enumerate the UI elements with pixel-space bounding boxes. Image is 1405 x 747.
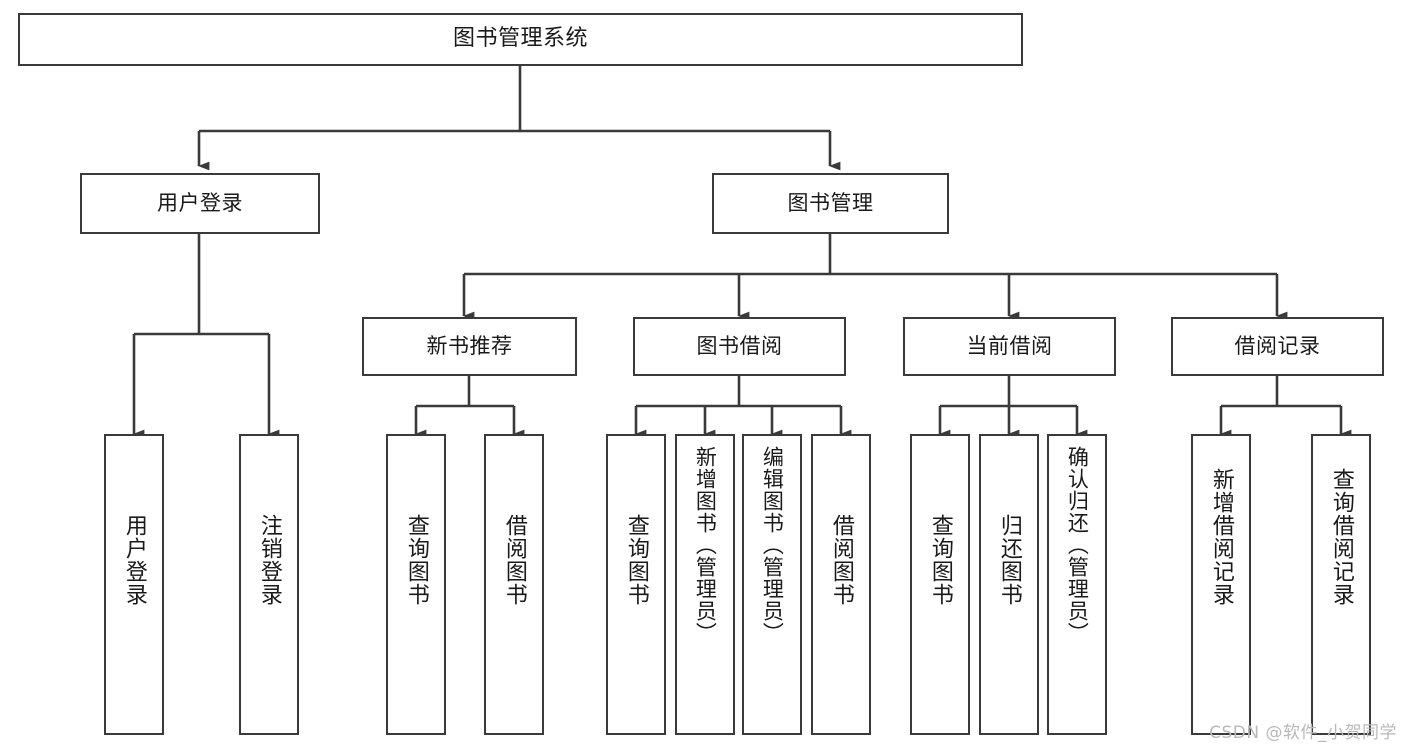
node-label: 当前借阅 <box>966 333 1053 358</box>
leaf-logout[interactable]: 注销登录 <box>239 434 299 735</box>
leaf-query-record[interactable]: 查询借阅记录 <box>1311 434 1371 735</box>
leaf-borrow-book-1[interactable]: 借阅图书 <box>484 434 544 735</box>
node-borrow-record[interactable]: 借阅记录 <box>1171 317 1384 376</box>
node-label: 图书管理 <box>787 190 874 215</box>
leaf-user-login[interactable]: 用户登录 <box>104 434 164 735</box>
node-label: 图书管理系统 <box>452 26 588 52</box>
node-label: 查询图书 <box>403 514 429 606</box>
node-label: 用户登录 <box>157 190 243 215</box>
leaf-query-book-2[interactable]: 查询图书 <box>606 434 666 735</box>
node-label: 查询借阅记录 <box>1328 468 1354 606</box>
node-new-book-rec[interactable]: 新书推荐 <box>362 317 577 376</box>
csdn-watermark: CSDN @软件_小贺同学 <box>1209 723 1397 743</box>
node-label: 借阅图书 <box>828 514 854 606</box>
node-label: 查询图书 <box>623 514 649 606</box>
node-label: 借阅图书 <box>501 514 527 606</box>
node-label: 新增借阅记录 <box>1208 468 1234 606</box>
leaf-confirm-return[interactable]: 确认归还（管理员） <box>1047 434 1107 735</box>
leaf-query-book-1[interactable]: 查询图书 <box>386 434 446 735</box>
node-label: 新书推荐 <box>426 333 513 358</box>
node-book-manage[interactable]: 图书管理 <box>712 173 949 234</box>
node-current-borrow[interactable]: 当前借阅 <box>903 317 1116 376</box>
node-label: 图书借阅 <box>696 333 783 358</box>
node-label: 新增图书（管理员） <box>693 446 718 644</box>
node-root-system[interactable]: 图书管理系统 <box>18 13 1023 66</box>
leaf-return-book[interactable]: 归还图书 <box>979 434 1039 735</box>
leaf-query-book-3[interactable]: 查询图书 <box>910 434 970 735</box>
node-user-login[interactable]: 用户登录 <box>80 173 320 234</box>
node-label: 归还图书 <box>996 514 1022 606</box>
node-label: 确认归还（管理员） <box>1065 446 1090 644</box>
leaf-edit-book[interactable]: 编辑图书（管理员） <box>742 434 802 735</box>
node-label: 查询图书 <box>927 514 953 606</box>
node-label: 编辑图书（管理员） <box>760 446 785 644</box>
node-label: 用户登录 <box>121 514 147 606</box>
node-label: 借阅记录 <box>1234 333 1321 358</box>
node-label: 注销登录 <box>256 514 282 606</box>
node-book-borrow[interactable]: 图书借阅 <box>633 317 846 376</box>
leaf-add-book[interactable]: 新增图书（管理员） <box>675 434 735 735</box>
leaf-borrow-book-2[interactable]: 借阅图书 <box>811 434 871 735</box>
leaf-add-record[interactable]: 新增借阅记录 <box>1191 434 1251 735</box>
